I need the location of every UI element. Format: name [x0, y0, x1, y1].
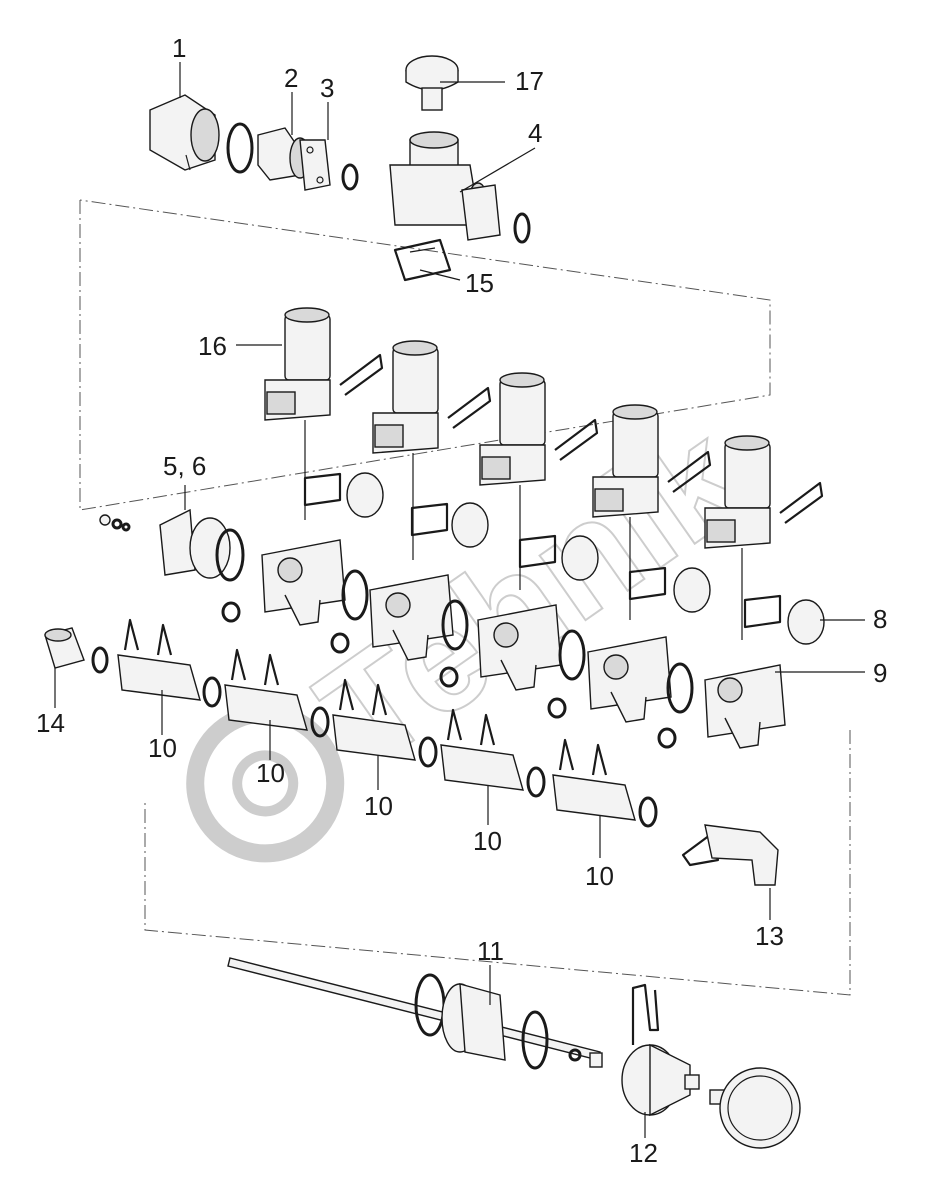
- section-valve-1: [264, 307, 384, 520]
- callout-8: 8: [873, 604, 887, 634]
- t-piece-4: [440, 708, 546, 798]
- valve-body-1: [261, 472, 384, 626]
- t-pieces: [117, 618, 658, 828]
- callout-17: 17: [515, 66, 544, 96]
- callout-16: 16: [198, 331, 227, 361]
- callout-11: 11: [477, 936, 504, 966]
- leader-lines: [54, 62, 865, 1138]
- callout-13: 13: [755, 921, 784, 951]
- callout-4: 4: [528, 118, 542, 148]
- callout-10-a: 10: [148, 733, 177, 763]
- callout-15: 15: [465, 268, 494, 298]
- callout-12: 12: [629, 1138, 658, 1168]
- callout-5-6: 5, 6: [163, 451, 206, 481]
- callout-3: 3: [320, 73, 334, 103]
- part-5-6-end-plate: [99, 508, 245, 582]
- section-valve-3: [479, 372, 599, 590]
- watermark-logo: Tehnik: [186, 389, 774, 863]
- callout-10-e: 10: [585, 861, 614, 891]
- part-17-knob: [405, 55, 459, 111]
- valve-bodies: [221, 472, 825, 749]
- part-12-gauge-housing: [621, 983, 700, 1117]
- callout-1: 1: [172, 33, 186, 63]
- valve-body-5: [704, 594, 825, 749]
- valve-body-3: [477, 534, 599, 691]
- callout-10-b: 10: [256, 758, 285, 788]
- part-15-bracket: [393, 238, 452, 282]
- part-11-shaft-assembly: [227, 957, 603, 1070]
- section-valve-5: [704, 435, 824, 640]
- o-rings-row: [221, 601, 677, 749]
- part-4-valve-body: [389, 131, 531, 244]
- part-2-coupling: [226, 122, 311, 181]
- part-3-flange: [299, 139, 359, 191]
- section-valves: [264, 307, 824, 640]
- callout-10-d: 10: [473, 826, 502, 856]
- assembly-frames: [79, 199, 851, 996]
- callouts: 1 2 3 17 4 15 16 5, 6 8 9 14 10 10 10 10…: [36, 33, 887, 1168]
- pressure-gauge: [709, 1067, 801, 1149]
- callout-14: 14: [36, 708, 65, 738]
- callout-2: 2: [284, 63, 298, 93]
- t-piece-3: [332, 678, 438, 768]
- part-14-connector: [44, 627, 109, 674]
- valve-body-4: [587, 566, 711, 723]
- callout-10-c: 10: [364, 791, 393, 821]
- part-13-elbow: [681, 824, 779, 886]
- part-1-inlet-cap: [149, 94, 220, 171]
- valve-body-2: [369, 502, 489, 661]
- section-valve-4: [592, 404, 712, 620]
- t-piece-1: [117, 618, 222, 708]
- section-valve-2: [372, 340, 492, 560]
- callout-9: 9: [873, 658, 887, 688]
- t-piece-5: [552, 738, 658, 828]
- t-piece-2: [224, 648, 330, 738]
